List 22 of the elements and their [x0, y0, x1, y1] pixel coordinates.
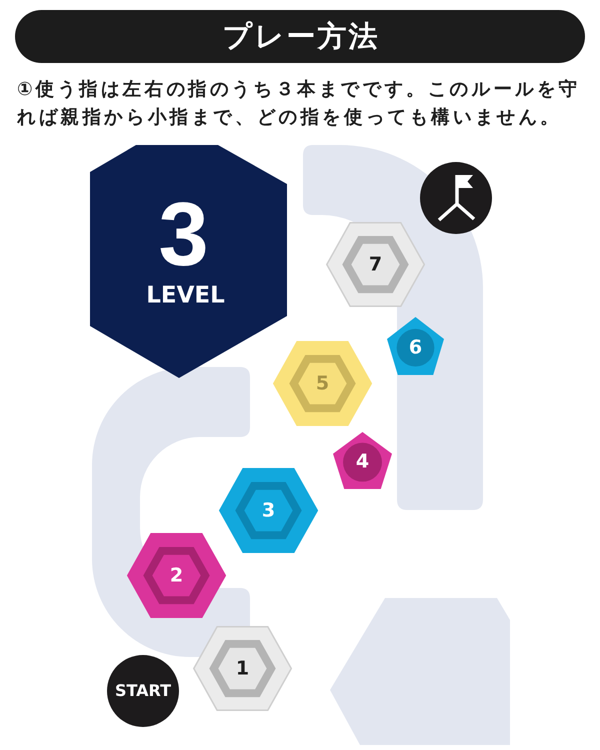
hexagon-hold [326, 222, 425, 307]
hold-number: 2 [170, 566, 184, 585]
hexagon-hold [219, 468, 318, 553]
hold-number: 5 [316, 374, 330, 393]
hexagon-hold [127, 533, 226, 618]
rule-text: ①使う指は左右の指のうち３本までです。このルールを守れば親指から小指まで、どの指を使っても構いません。 [17, 78, 582, 130]
level-label: LEVEL [146, 284, 225, 308]
hold-number: 4 [356, 452, 370, 472]
level-number: 3 [158, 190, 209, 280]
hold-number: 7 [368, 255, 382, 274]
finish-circle [420, 162, 492, 234]
hold-number: 1 [236, 659, 250, 678]
hold-number: 3 [262, 501, 276, 520]
title-banner: プレー方法 [15, 10, 585, 63]
hexagon-hold [193, 626, 292, 711]
pentagon-hold [387, 317, 444, 375]
start-label: START [114, 683, 172, 699]
level-hexagon [90, 145, 287, 378]
hexagon-hold [273, 341, 372, 426]
pentagon-hold [333, 432, 392, 489]
hold-number: 6 [408, 338, 422, 358]
start-circle [107, 655, 179, 727]
